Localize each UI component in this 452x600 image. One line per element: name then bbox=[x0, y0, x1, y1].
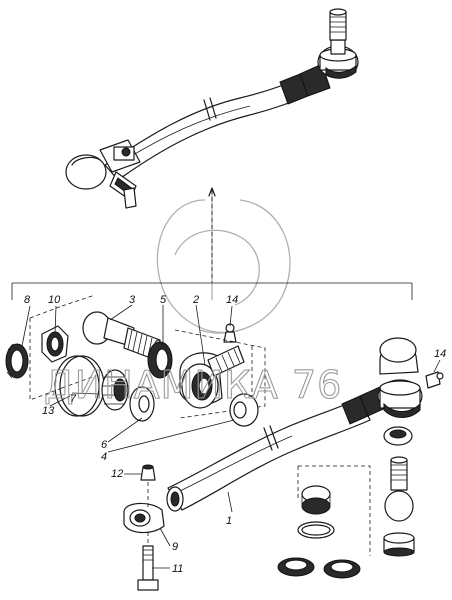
watermark-text: ДИНАМИКА 76 bbox=[44, 363, 342, 407]
part-9-clamp bbox=[123, 502, 165, 534]
callout-6: 6 bbox=[101, 439, 108, 451]
callout-13: 13 bbox=[42, 405, 55, 417]
part-6-washer bbox=[129, 386, 155, 422]
part-8-dust-cap bbox=[5, 343, 29, 379]
callout-12: 12 bbox=[111, 468, 123, 480]
bottom-nut-upper bbox=[301, 485, 331, 515]
right-bushing bbox=[383, 426, 413, 446]
bottom-seal-left bbox=[277, 557, 315, 577]
callout-1: 1 bbox=[226, 515, 232, 527]
callout-10: 10 bbox=[48, 294, 61, 306]
callout-11: 11 bbox=[172, 563, 183, 575]
part-7-bushing bbox=[101, 369, 129, 411]
right-ball-pin bbox=[384, 456, 414, 522]
right-end-head bbox=[377, 379, 423, 418]
watermark-logo bbox=[156, 190, 291, 334]
part-12-nut bbox=[140, 464, 156, 481]
assembled-tie-rod-top bbox=[65, 8, 359, 209]
callout-14-right: 14 bbox=[434, 348, 446, 360]
callout-4: 4 bbox=[101, 451, 107, 463]
part-2-socket-body bbox=[179, 345, 245, 409]
right-bottom-cap bbox=[383, 532, 415, 557]
arrow-head-up bbox=[208, 187, 216, 197]
bottom-ring bbox=[297, 521, 335, 539]
callout-7: 7 bbox=[70, 393, 77, 405]
part-11-bolt bbox=[137, 545, 159, 591]
right-end-boot bbox=[379, 337, 419, 375]
part-10-hex-nut bbox=[41, 325, 69, 363]
callout-8: 8 bbox=[24, 294, 31, 306]
part-1-tie-rod-tube bbox=[166, 385, 391, 512]
bottom-seal-right bbox=[323, 559, 361, 579]
callout-5: 5 bbox=[160, 294, 167, 306]
part-5-seal-ring bbox=[147, 341, 173, 379]
part-14-grease-fitting-b bbox=[425, 371, 444, 389]
callout-14-left: 14 bbox=[226, 294, 238, 306]
callout-3: 3 bbox=[129, 294, 136, 306]
part-4-boot bbox=[229, 393, 259, 427]
callout-9: 9 bbox=[172, 541, 178, 553]
callout-2: 2 bbox=[192, 294, 199, 306]
leader-lines bbox=[21, 304, 441, 569]
part-14-grease-fitting-a bbox=[223, 323, 237, 343]
